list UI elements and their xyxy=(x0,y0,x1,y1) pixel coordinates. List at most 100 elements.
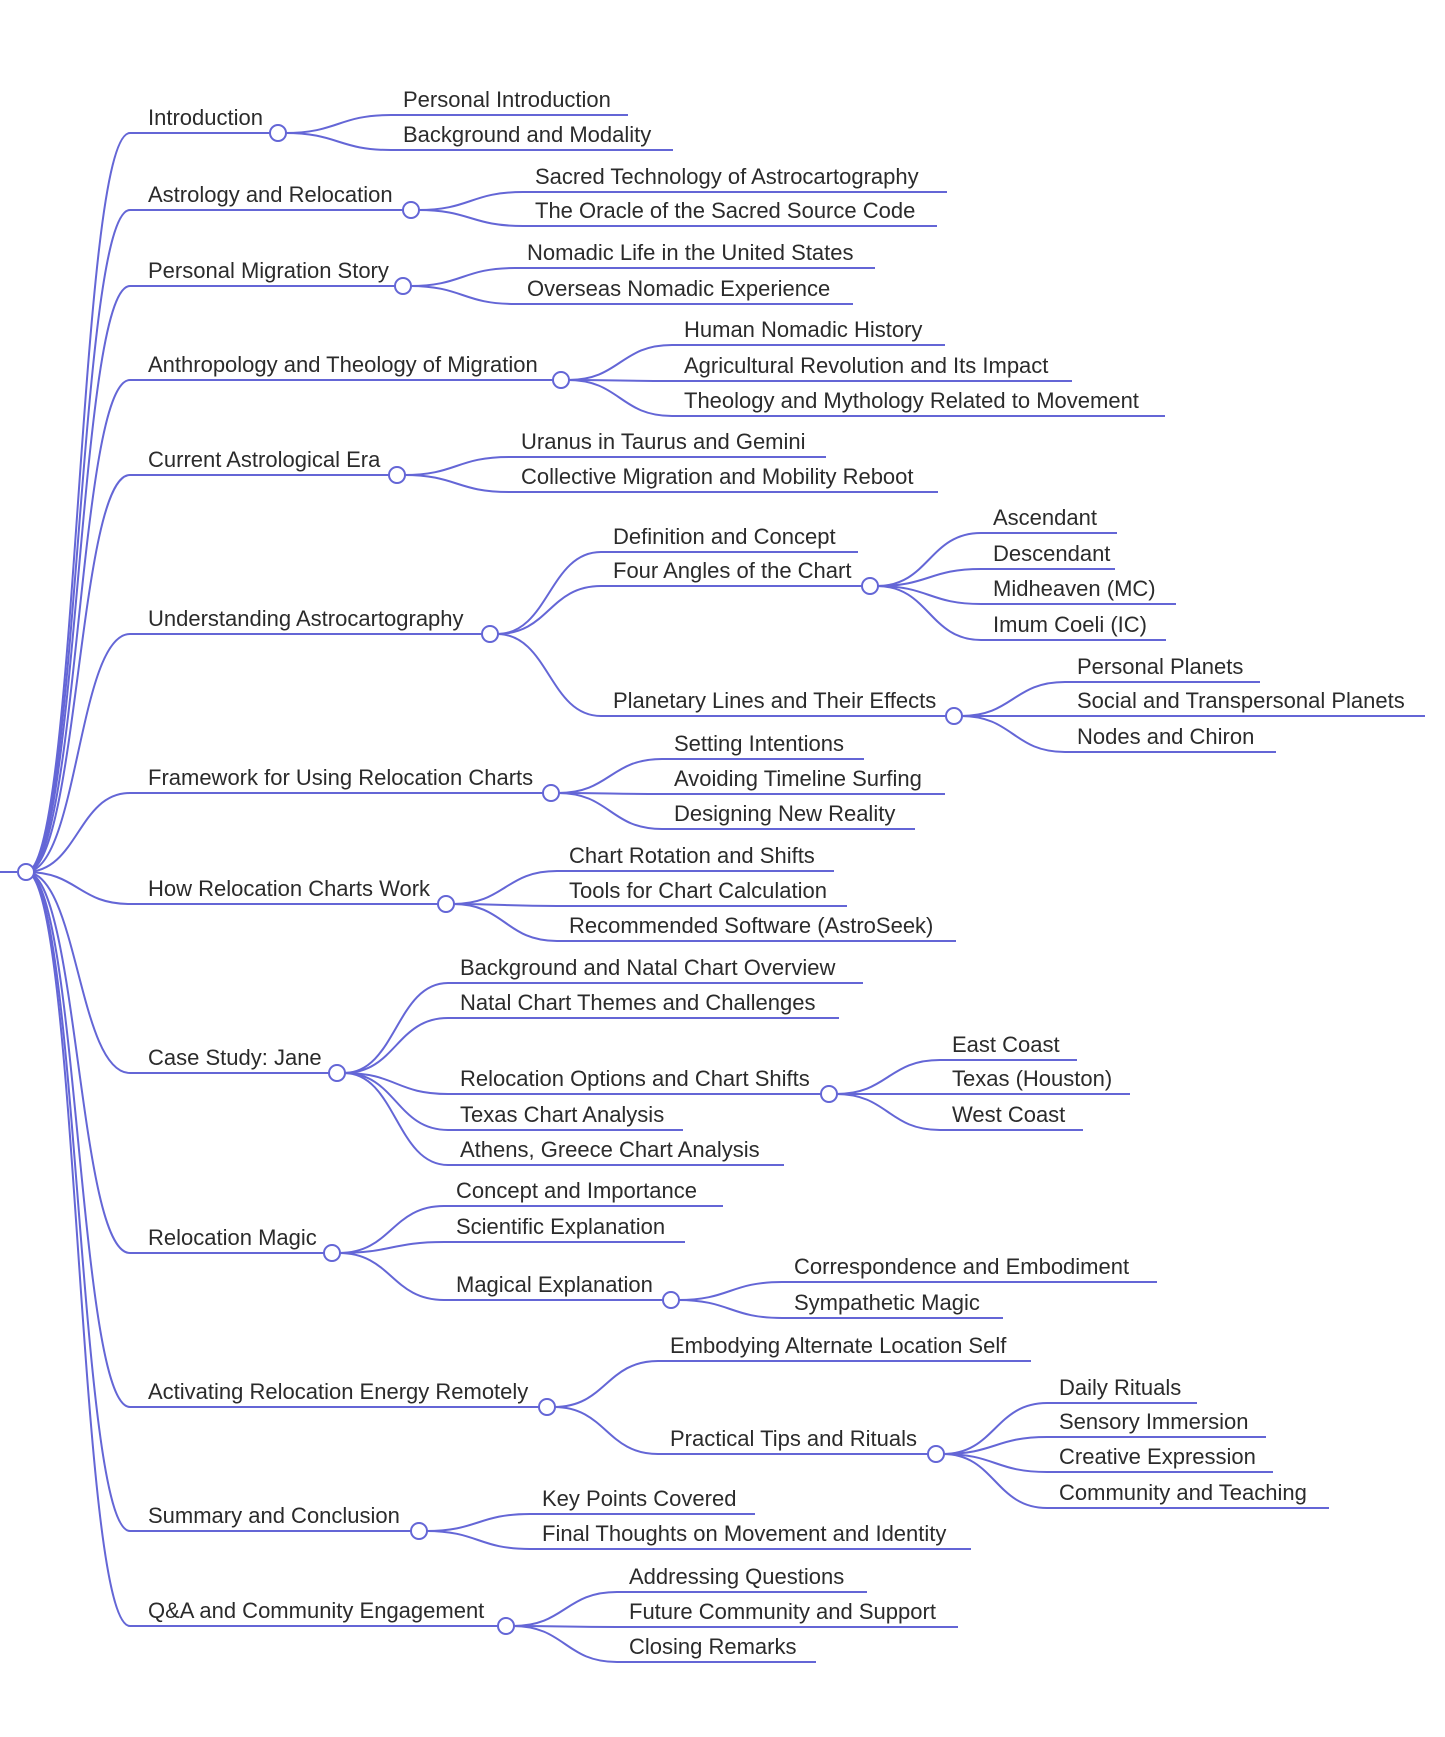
node-label-designing-new-reality: Designing New Reality xyxy=(674,801,895,826)
branch-connector xyxy=(343,1072,449,1095)
collapse-toggle-anthropology-and-theology-of-migration[interactable] xyxy=(552,371,570,389)
node-label-recommended-software-astroseek: Recommended Software (AstroSeek) xyxy=(569,913,933,938)
branch-connector xyxy=(25,871,131,1074)
branch-connector xyxy=(835,1059,941,1095)
collapse-toggle-relocation-magic[interactable] xyxy=(323,1244,341,1262)
node-label-understanding-astrocartography: Understanding Astrocartography xyxy=(148,606,464,631)
branch-connector xyxy=(496,633,602,717)
branch-connector xyxy=(343,982,449,1074)
node-label-planetary-lines-and-their-effects: Planetary Lines and Their Effects xyxy=(613,688,936,713)
branch-connector xyxy=(25,792,131,873)
collapse-toggle-planetary-lines-and-their-effects[interactable] xyxy=(945,707,963,725)
collapse-toggle-current-astrological-era[interactable] xyxy=(388,466,406,484)
node-label-imum-coeli-ic: Imum Coeli (IC) xyxy=(993,612,1147,637)
node-label-embodying-alternate-location-self: Embodying Alternate Location Self xyxy=(670,1333,1007,1358)
branch-connector xyxy=(343,1072,449,1166)
branch-connector xyxy=(876,585,982,605)
node-label-case-study-jane: Case Study: Jane xyxy=(148,1045,322,1070)
node-label-scientific-explanation: Scientific Explanation xyxy=(456,1214,665,1239)
node-label-sacred-technology-of-astrocartography: Sacred Technology of Astrocartography xyxy=(535,164,919,189)
node-label-addressing-questions: Addressing Questions xyxy=(629,1564,844,1589)
node-label-background-and-modality: Background and Modality xyxy=(403,122,651,147)
node-label-anthropology-and-theology-of-migration: Anthropology and Theology of Migration xyxy=(148,352,538,377)
branch-connector xyxy=(25,474,131,873)
branch-connector xyxy=(876,568,982,587)
node-label-chart-rotation-and-shifts: Chart Rotation and Shifts xyxy=(569,843,815,868)
branch-connector xyxy=(960,715,1066,753)
node-label-sympathetic-magic: Sympathetic Magic xyxy=(794,1290,980,1315)
branch-connector xyxy=(942,1402,1048,1455)
node-label-tools-for-chart-calculation: Tools for Chart Calculation xyxy=(569,878,827,903)
node-label-concept-and-importance: Concept and Importance xyxy=(456,1178,697,1203)
node-label-sensory-immersion: Sensory Immersion xyxy=(1059,1409,1249,1434)
node-label-final-thoughts-on-movement-and-identity: Final Thoughts on Movement and Identity xyxy=(542,1521,946,1546)
node-label-setting-intentions: Setting Intentions xyxy=(674,731,844,756)
node-label-descendant: Descendant xyxy=(993,541,1110,566)
collapse-toggle-practical-tips-and-rituals[interactable] xyxy=(927,1445,945,1463)
branch-connector xyxy=(876,532,982,587)
node-label-personal-migration-story: Personal Migration Story xyxy=(148,258,389,283)
node-label-relocation-options-and-chart-shifts: Relocation Options and Chart Shifts xyxy=(460,1066,810,1091)
node-label-introduction: Introduction xyxy=(148,105,263,130)
branch-connector xyxy=(512,1591,618,1627)
branch-connector xyxy=(876,585,982,641)
branch-connector xyxy=(25,871,131,1408)
branch-connector xyxy=(942,1436,1048,1455)
node-label-correspondence-and-embodiment: Correspondence and Embodiment xyxy=(794,1254,1129,1279)
collapse-toggle-magical-explanation[interactable] xyxy=(662,1291,680,1309)
branch-connector xyxy=(567,379,673,382)
node-label-natal-chart-themes-and-challenges: Natal Chart Themes and Challenges xyxy=(460,990,815,1015)
collapse-toggle-personal-migration-story[interactable] xyxy=(394,277,412,295)
branch-connector xyxy=(25,871,131,1532)
branch-connector xyxy=(496,585,602,635)
collapse-toggle-framework-for-using-relocation-charts[interactable] xyxy=(542,784,560,802)
branch-connector xyxy=(553,1406,659,1455)
node-label-east-coast: East Coast xyxy=(952,1032,1060,1057)
branch-connector xyxy=(25,871,131,1254)
branch-connector xyxy=(425,1530,531,1550)
branch-connector xyxy=(512,1625,618,1663)
branch-connector xyxy=(409,285,516,305)
node-label-background-and-natal-chart-overview: Background and Natal Chart Overview xyxy=(460,955,836,980)
collapse-toggle-activating-relocation-energy-remotely[interactable] xyxy=(538,1398,556,1416)
collapse-toggle-summary-and-conclusion[interactable] xyxy=(410,1522,428,1540)
branch-connector xyxy=(338,1252,445,1301)
node-label-personal-introduction: Personal Introduction xyxy=(403,87,611,112)
node-label-activating-relocation-energy-remotely: Activating Relocation Energy Remotely xyxy=(148,1379,528,1404)
node-label-west-coast: West Coast xyxy=(952,1102,1065,1127)
node-label-creative-expression: Creative Expression xyxy=(1059,1444,1256,1469)
node-label-how-relocation-charts-work: How Relocation Charts Work xyxy=(148,876,431,901)
branch-connector xyxy=(452,903,558,907)
collapse-toggle-case-study-jane[interactable] xyxy=(328,1064,346,1082)
collapse-toggle-how-relocation-charts-work[interactable] xyxy=(437,895,455,913)
collapse-toggle-understanding-astrocartography[interactable] xyxy=(481,625,499,643)
collapse-toggle-astrology-and-relocation[interactable] xyxy=(402,201,420,219)
node-label-nodes-and-chiron: Nodes and Chiron xyxy=(1077,724,1254,749)
collapse-toggle-q-and-a-and-community-engagement[interactable] xyxy=(497,1617,515,1635)
collapse-toggle-four-angles-of-the-chart[interactable] xyxy=(861,577,879,595)
branch-connector xyxy=(677,1299,783,1319)
branch-connector xyxy=(403,474,510,493)
node-label-human-nomadic-history: Human Nomadic History xyxy=(684,317,922,342)
node-label-daily-rituals: Daily Rituals xyxy=(1059,1375,1181,1400)
branch-connector xyxy=(557,792,663,795)
node-label-current-astrological-era: Current Astrological Era xyxy=(148,447,381,472)
branch-connector xyxy=(25,132,131,873)
branch-connector xyxy=(338,1241,445,1254)
root-toggle-circle[interactable] xyxy=(17,863,35,881)
node-label-astrology-and-relocation: Astrology and Relocation xyxy=(148,182,393,207)
node-label-community-and-teaching: Community and Teaching xyxy=(1059,1480,1307,1505)
branch-connector xyxy=(417,191,524,211)
connector-layer xyxy=(0,114,1425,1663)
node-label-future-community-and-support: Future Community and Support xyxy=(629,1599,936,1624)
collapse-toggle-relocation-options-and-chart-shifts[interactable] xyxy=(820,1085,838,1103)
collapse-toggle-introduction[interactable] xyxy=(269,124,287,142)
branch-connector xyxy=(25,871,131,1627)
branch-connector xyxy=(25,379,131,873)
node-label-key-points-covered: Key Points Covered xyxy=(542,1486,736,1511)
branch-connector xyxy=(284,114,392,134)
branch-connector xyxy=(452,870,558,905)
branch-connector xyxy=(284,132,392,151)
node-label-overseas-nomadic-experience: Overseas Nomadic Experience xyxy=(527,276,830,301)
branch-connector xyxy=(557,792,663,830)
